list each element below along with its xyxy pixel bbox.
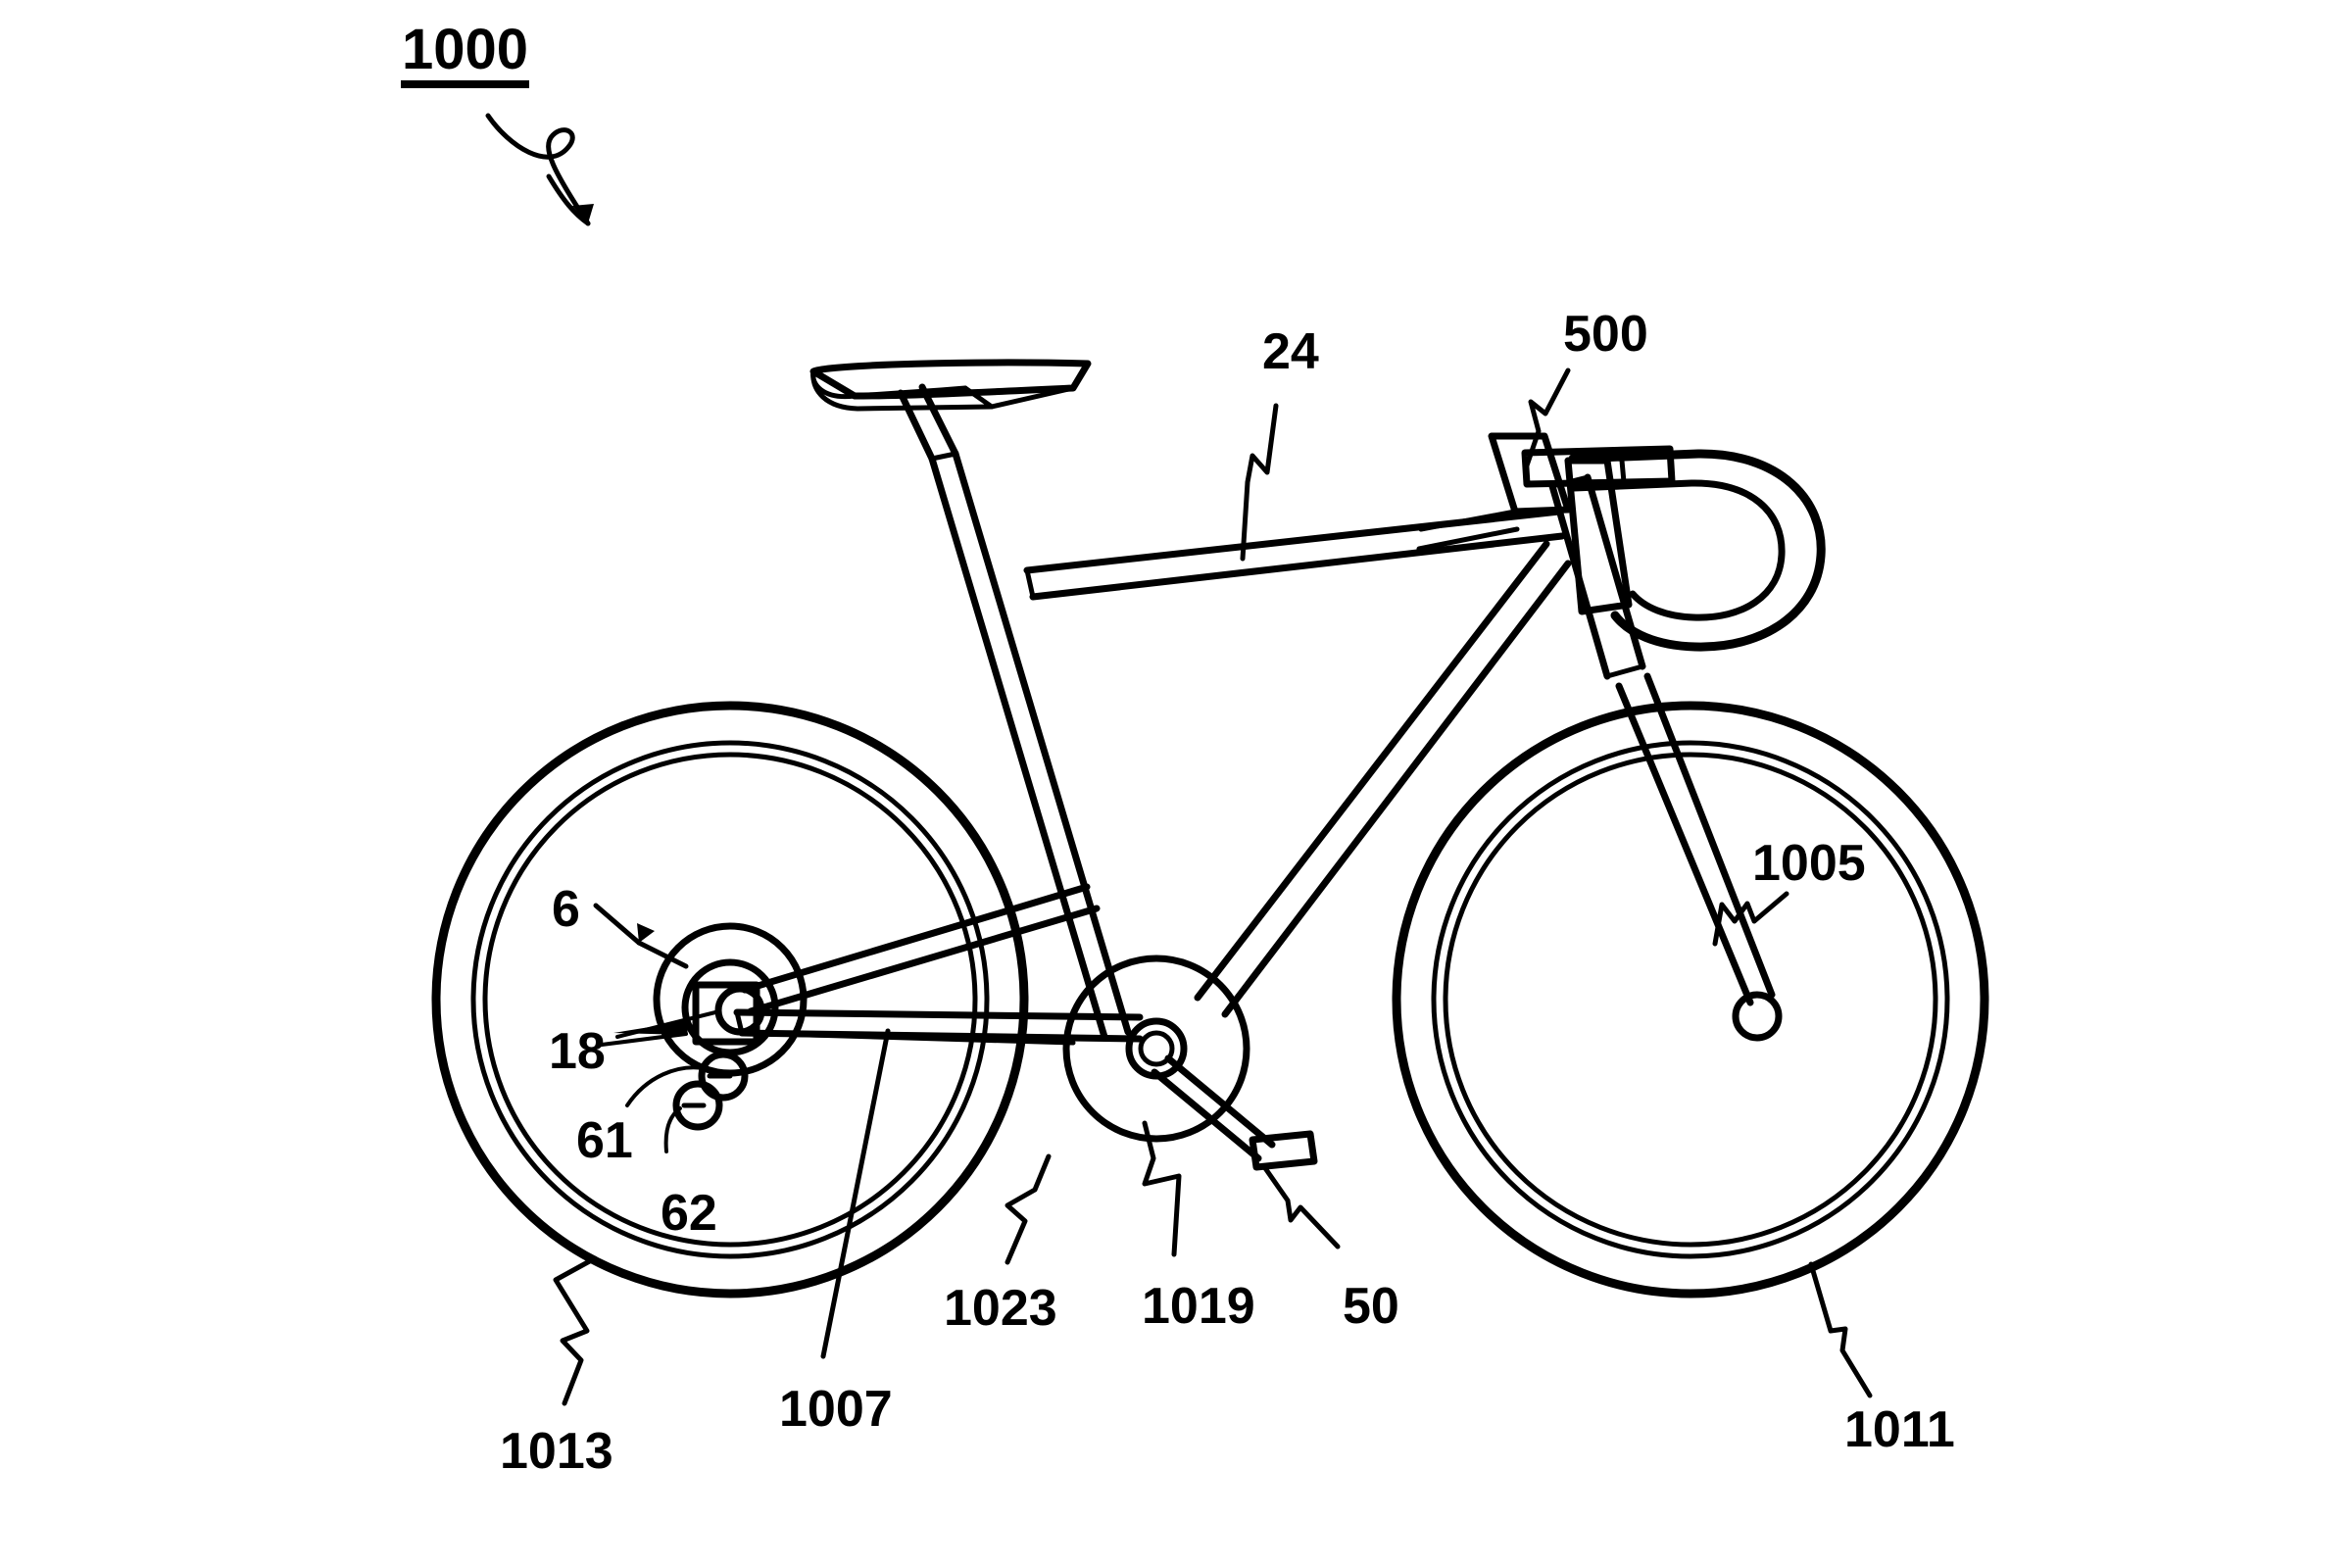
callout-18: 18 — [549, 1009, 721, 1080]
reference-numeral-50: 50 — [1343, 1278, 1399, 1335]
reference-numeral-18: 18 — [549, 1023, 606, 1080]
callout-62: 62 — [661, 1106, 717, 1242]
leader-arrowhead-1000 — [572, 204, 594, 223]
leader-1019 — [1142, 1120, 1182, 1257]
callout-1011: 1011 — [1808, 1261, 1955, 1458]
leader-62 — [663, 1106, 682, 1153]
leader-500 — [1524, 368, 1571, 468]
callout-500: 500 — [1524, 306, 1648, 468]
rear-hub-motor — [653, 922, 808, 1131]
down-tube — [1194, 540, 1572, 1018]
reference-numeral-1011: 1011 — [1844, 1401, 1955, 1458]
callout-1005: 1005 — [1712, 835, 1866, 947]
callout-6: 6 — [552, 881, 689, 969]
callout-1019: 1019 — [1142, 1120, 1255, 1335]
leader-1007 — [820, 1028, 891, 1359]
seat-tube — [928, 450, 1132, 1041]
leader-50 — [1262, 1165, 1341, 1250]
callout-61: 61 — [576, 1065, 706, 1169]
crank-assembly — [1062, 955, 1318, 1171]
front-wheel — [1392, 701, 1989, 1298]
leader-1013 — [553, 1255, 598, 1406]
reference-numeral-1023: 1023 — [944, 1280, 1057, 1337]
reference-numeral-62: 62 — [661, 1185, 717, 1242]
callout-1023: 1023 — [944, 1153, 1057, 1337]
reference-numeral-1007: 1007 — [779, 1381, 893, 1438]
reference-numeral-1005: 1005 — [1752, 835, 1866, 892]
leader-6 — [636, 940, 689, 969]
front-fork — [1615, 672, 1783, 1042]
bicycle-frame — [733, 359, 1646, 1046]
reference-numeral-1013: 1013 — [500, 1423, 613, 1480]
callout-1000: 1000 — [401, 18, 594, 226]
reference-numeral-24: 24 — [1262, 323, 1319, 380]
leader-1005 — [1712, 891, 1789, 947]
handlebar-assembly — [1416, 432, 1826, 652]
leader-1011 — [1808, 1261, 1873, 1398]
reference-numeral-61: 61 — [576, 1112, 633, 1169]
callout-1013: 1013 — [500, 1255, 613, 1480]
reference-numeral-6: 6 — [552, 881, 580, 938]
reference-numeral-500: 500 — [1563, 306, 1648, 363]
callout-24: 24 — [1240, 323, 1319, 562]
seat-stay — [741, 883, 1101, 1015]
leader-24 — [1240, 403, 1279, 562]
reference-numeral-1000: 1000 — [402, 18, 528, 81]
reference-numeral-1019: 1019 — [1142, 1278, 1255, 1335]
seat-post — [897, 383, 959, 463]
rear-wheel — [431, 701, 1029, 1298]
callout-1007: 1007 — [779, 1028, 893, 1438]
leader-1000 — [485, 113, 591, 226]
callout-50: 50 — [1262, 1165, 1399, 1335]
leader-61 — [625, 1065, 706, 1107]
saddle — [809, 359, 1092, 412]
leader-1023 — [1004, 1153, 1052, 1265]
top-tube — [1023, 508, 1566, 601]
